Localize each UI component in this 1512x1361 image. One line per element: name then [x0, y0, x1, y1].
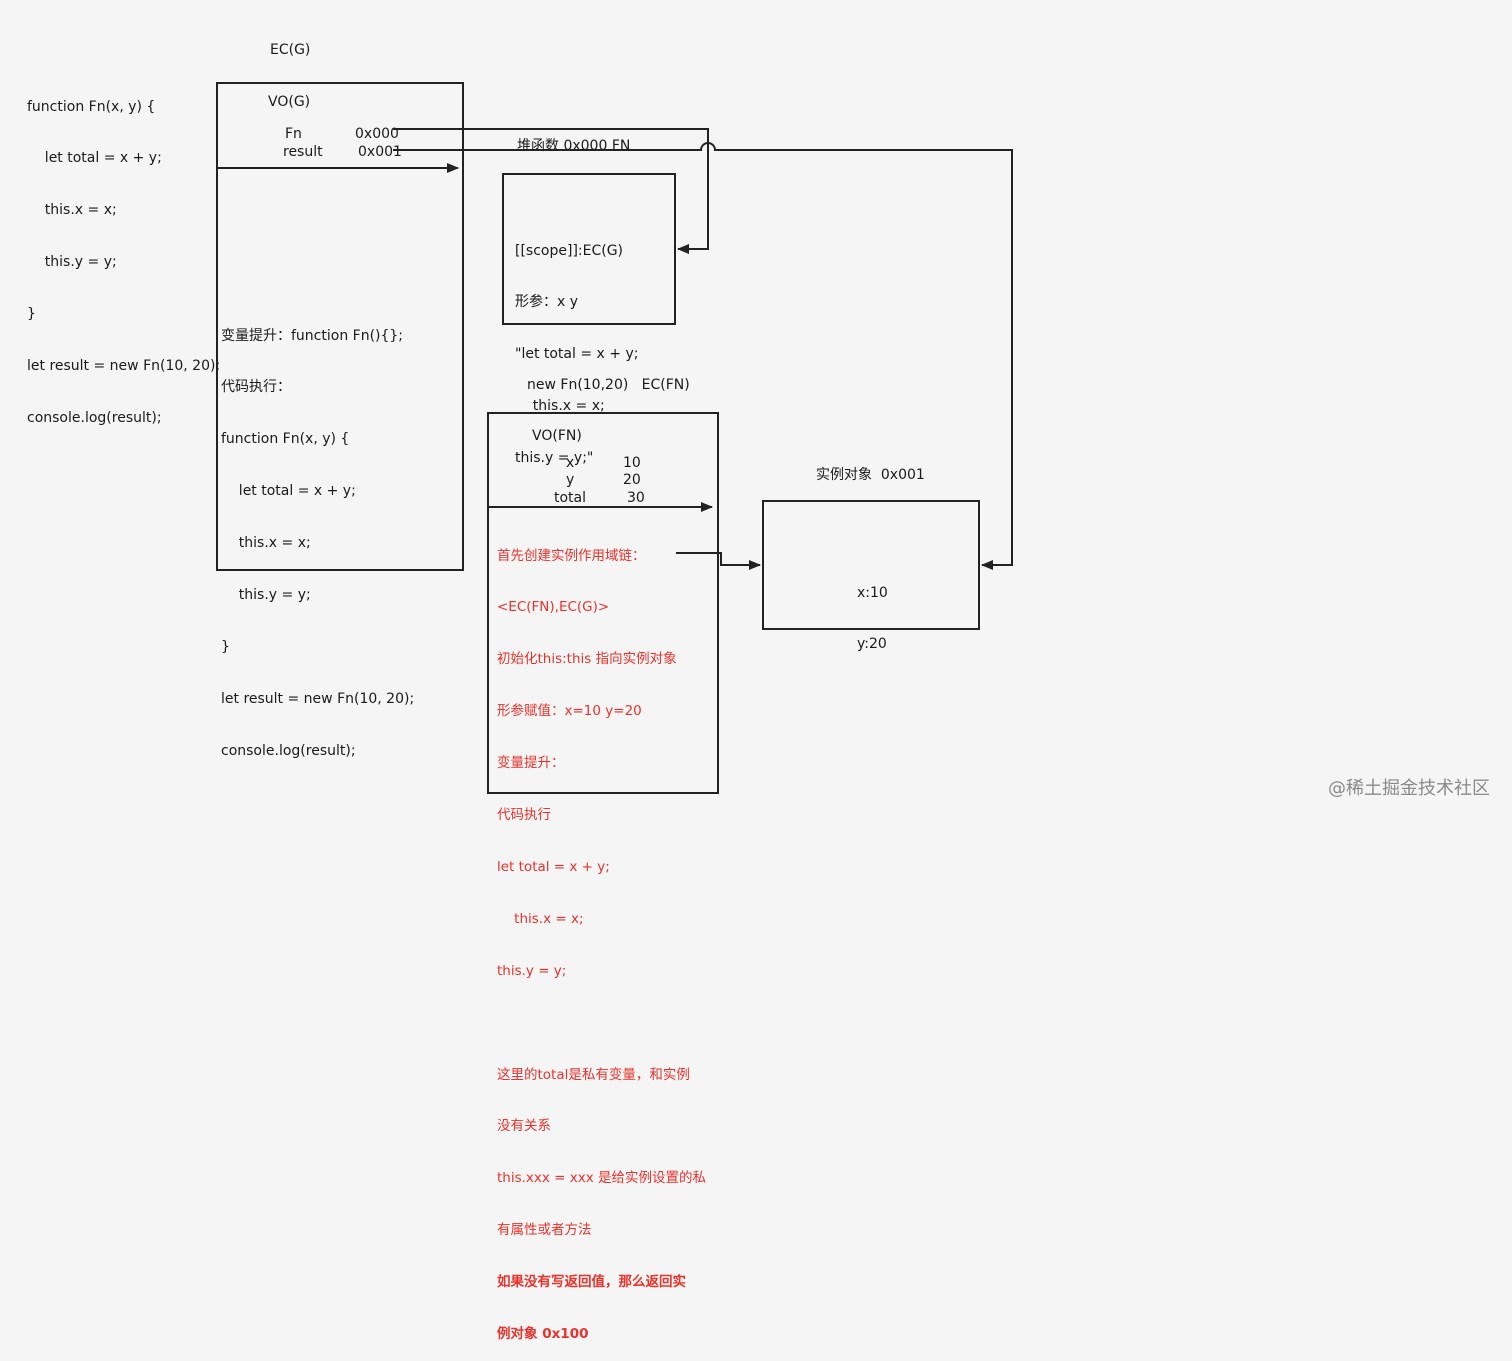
vo-row-value: 0x001 [358, 144, 402, 160]
exec-line: let result = new Fn(10, 20); [221, 690, 415, 707]
function-context-box [487, 412, 719, 794]
instance-object-label: 实例对象 0x001 [816, 467, 925, 483]
heap-line: this.y = y;" [515, 450, 594, 467]
code-line: function Fn(x, y) { [27, 98, 156, 115]
code-line: let total = x + y; [27, 150, 162, 167]
function-context-label: new Fn(10,20) EC(FN) [527, 377, 690, 393]
instance-object-body: x:10 y:20 [857, 550, 888, 671]
heap-function-box [502, 173, 676, 325]
instance-object-box [762, 500, 980, 630]
note-line: 形参赋值：x=10 y=20 [497, 703, 642, 720]
exec-line: this.y = y; [221, 587, 311, 604]
instance-line: y:20 [857, 636, 887, 653]
heap-line: "let total = x + y; [515, 346, 639, 363]
instance-line: x:10 [857, 584, 888, 601]
note-line: <EC(FN),EC(G)> [497, 599, 610, 616]
global-context-label: EC(G) [270, 42, 311, 58]
vo-row-name: result [283, 144, 323, 160]
note-line: 这里的total是私有变量，和实例 [497, 1066, 690, 1083]
note-line: 初始化this:this 指向实例对象 [497, 651, 677, 668]
vo-row-name: total [554, 490, 587, 506]
note-line: let total = x + y; [497, 858, 610, 875]
connector-layer [217, 128, 1013, 570]
note-line-bold: 例对象 0x100 [497, 1325, 589, 1342]
note-line-bold: 如果没有写返回值，那么返回实 [497, 1274, 686, 1291]
note-line [497, 1015, 706, 1032]
note-line: 代码执行 [497, 807, 551, 824]
vo-row-name: x [566, 455, 575, 471]
code-line: this.y = y; [27, 254, 117, 271]
watermark: @稀土掘金技术社区 [1328, 778, 1490, 799]
note-line: 首先创建实例作用域链： [497, 547, 646, 564]
heap-line: [[scope]]:EC(G) [515, 242, 624, 259]
exec-line: 代码执行： [221, 379, 291, 396]
note-line: 变量提升： [497, 755, 565, 772]
global-vo-label: VO(G) [268, 94, 311, 110]
exec-line: console.log(result); [221, 742, 356, 759]
vo-row-value: 30 [627, 490, 645, 506]
function-vo-label: VO(FN) [532, 428, 582, 444]
this-pointer-arrow [676, 552, 761, 570]
note-line: this.y = y; [497, 962, 567, 979]
exec-line: function Fn(x, y) { [221, 431, 350, 448]
fn-pointer-arrow [393, 128, 709, 254]
exec-line: let total = x + y; [221, 483, 356, 500]
code-line: let result = new Fn(10, 20); [27, 358, 221, 375]
global-context-box [216, 82, 464, 571]
heap-line: 形参：x y [515, 294, 579, 311]
heap-line: this.x = x; [515, 398, 605, 415]
global-source-code: function Fn(x, y) { let total = x + y; t… [27, 64, 220, 445]
code-line: console.log(result); [27, 409, 162, 426]
vo-row-name: Fn [285, 126, 302, 142]
heap-function-body: [[scope]]:EC(G) 形参：x y "let total = x + … [515, 208, 638, 485]
note-line: 有属性或者方法 [497, 1222, 592, 1239]
vo-row-value: 0x000 [355, 126, 399, 142]
result-pointer-arrow [393, 142, 1013, 570]
exec-line: 变量提升：function Fn(){}; [221, 327, 404, 344]
code-line: this.x = x; [27, 202, 117, 219]
global-execution-notes: 变量提升：function Fn(){}; 代码执行： function Fn(… [221, 293, 414, 777]
vo-row-name: y [566, 472, 575, 488]
vo-row-value: 20 [623, 472, 641, 488]
exec-line: } [221, 638, 230, 655]
code-line: } [27, 306, 36, 323]
note-line: this.xxx = xxx 是给实例设置的私 [497, 1170, 707, 1187]
note-line: this.x = x; [497, 910, 584, 927]
vo-row-value: 10 [623, 455, 641, 471]
exec-line: this.x = x; [221, 535, 311, 552]
note-line: 没有关系 [497, 1118, 551, 1135]
